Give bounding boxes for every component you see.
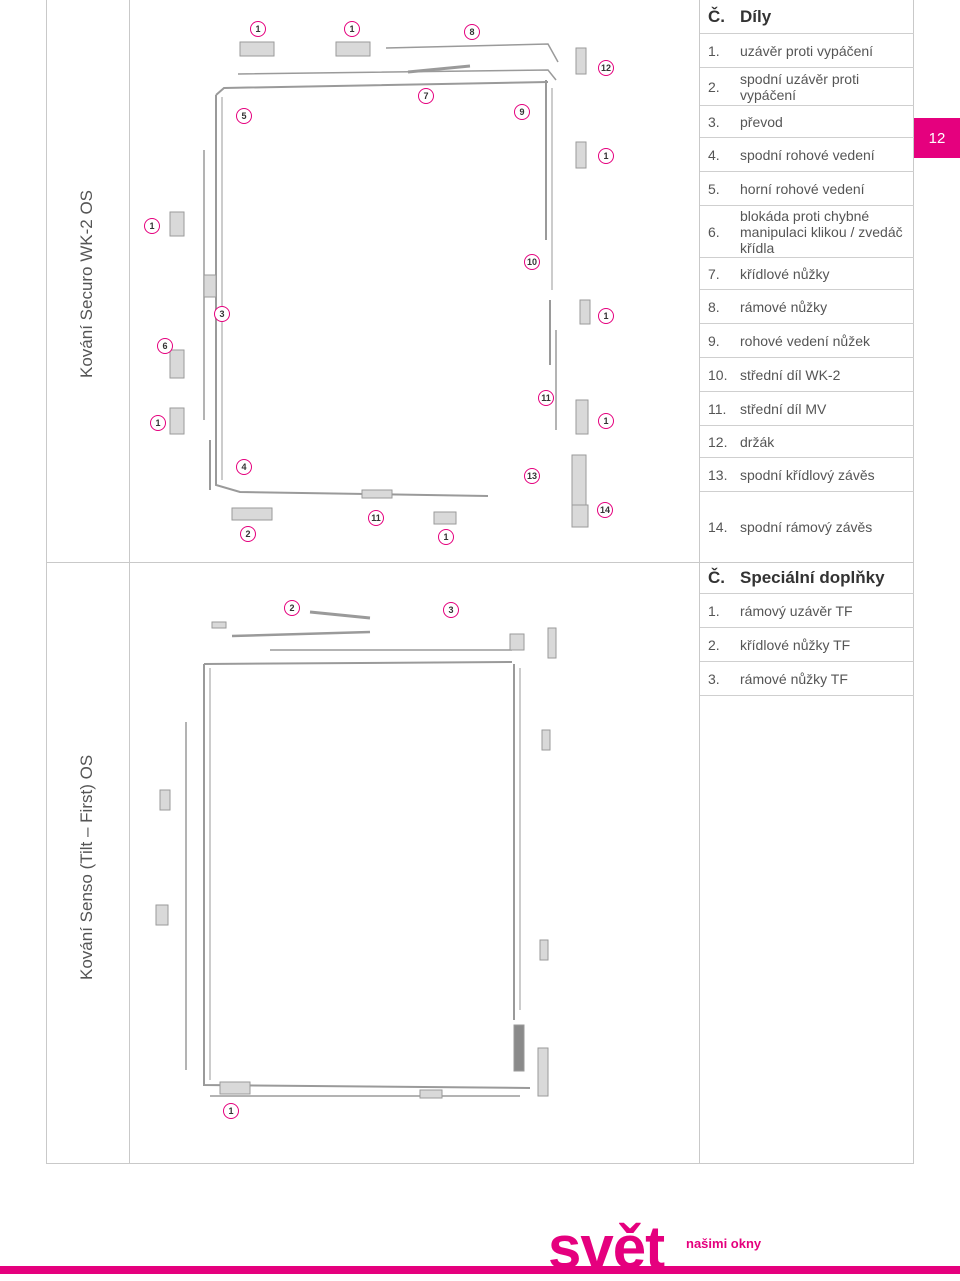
row-label: střední díl WK-2 xyxy=(740,366,841,383)
parts-table-header: Č. Díly xyxy=(700,0,914,34)
callout-badge: 1 xyxy=(438,529,454,545)
logo-tagline: našimi okny xyxy=(686,1236,762,1251)
senso-frame-drawing xyxy=(185,610,531,1097)
row-no: 1. xyxy=(708,602,720,619)
row-label: uzávěr proti vypáčení xyxy=(740,42,874,59)
title-column-divider xyxy=(129,0,130,1164)
callout-badge: 1 xyxy=(144,218,160,234)
callout-badge: 3 xyxy=(443,602,459,618)
row-no: 5. xyxy=(708,180,720,197)
callout-badge: 5 xyxy=(236,108,252,124)
row-no: 3. xyxy=(708,670,720,687)
row-label: spodní rámový závěs xyxy=(740,519,873,535)
row-no: 6. xyxy=(708,223,720,240)
table-row: 1. rámový uzávěr TF xyxy=(700,594,914,628)
row-label: převod xyxy=(740,113,783,130)
table-row: 2. křídlové nůžky TF xyxy=(700,628,914,662)
row-no: 2. xyxy=(708,78,720,95)
callout-badge: 13 xyxy=(524,468,540,484)
callout-badge: 1 xyxy=(598,413,614,429)
row-no: 14. xyxy=(708,519,728,535)
securo-frame-drawing xyxy=(203,43,559,497)
row-no: 10. xyxy=(708,366,728,383)
callout-badge: 1 xyxy=(223,1103,239,1119)
callout-badge: 6 xyxy=(157,338,173,354)
row-label: rohové vedení nůžek xyxy=(740,332,870,349)
row-no: 4. xyxy=(708,146,720,163)
callout-badge: 1 xyxy=(150,415,166,431)
table-row: 9. rohové vedení nůžek xyxy=(700,324,914,358)
table-column-divider xyxy=(699,0,700,1164)
callout-badge: 2 xyxy=(284,600,300,616)
header-no: Č. xyxy=(708,6,725,26)
row-no: 12. xyxy=(708,433,728,450)
callout-badge: 11 xyxy=(368,510,384,526)
callout-badge: 12 xyxy=(598,60,614,76)
callout-badge: 1 xyxy=(598,148,614,164)
table-row: 10. střední díl WK-2 xyxy=(700,358,914,392)
callout-badge: 1 xyxy=(344,21,360,37)
callout-badge: 1 xyxy=(598,308,614,324)
senso-parts-drawing xyxy=(155,621,557,1099)
table-row: 13. spodní křídlový závěs xyxy=(700,458,914,492)
table-row: 2. spodní uzávěr proti vypáčení xyxy=(700,68,914,106)
section-divider xyxy=(46,562,914,563)
callout-badge: 8 xyxy=(464,24,480,40)
row-no: 1. xyxy=(708,42,720,59)
header-label: Speciální doplňky xyxy=(740,567,885,587)
callout-badge: 4 xyxy=(236,459,252,475)
row-no: 9. xyxy=(708,332,720,349)
header-no: Č. xyxy=(708,567,725,587)
callout-badge: 1 xyxy=(250,21,266,37)
table-row: 7. křídlové nůžky xyxy=(700,258,914,290)
row-no: 7. xyxy=(708,265,720,282)
row-no: 3. xyxy=(708,113,720,130)
callout-badge: 3 xyxy=(214,306,230,322)
row-no: 8. xyxy=(708,298,720,315)
table-row: 11. střední díl MV xyxy=(700,392,914,426)
callout-badge: 10 xyxy=(524,254,540,270)
row-label: blokáda proti chybné manipulaci klikou /… xyxy=(740,207,903,256)
row-label: křídlové nůžky TF xyxy=(740,636,851,653)
table-row: 8. rámové nůžky xyxy=(700,290,914,324)
row-no: 2. xyxy=(708,636,720,653)
header-label: Díly xyxy=(740,6,772,26)
row-no: 11. xyxy=(708,400,727,417)
callout-badge: 9 xyxy=(514,104,530,120)
table-row: 14. spodní rámový závěs xyxy=(700,492,914,562)
row-label: křídlové nůžky xyxy=(740,265,830,282)
row-label: držák xyxy=(740,433,775,450)
row-label: rámový uzávěr TF xyxy=(740,602,853,619)
table-row: 12. držák xyxy=(700,426,914,458)
row-label: spodní uzávěr proti vypáčení xyxy=(740,70,860,103)
securo-parts-drawing xyxy=(169,41,591,528)
table-row: 3. převod xyxy=(700,106,914,138)
row-label: rámové nůžky TF xyxy=(740,670,848,687)
row-label: rámové nůžky xyxy=(740,298,828,315)
row-no: 13. xyxy=(708,466,728,483)
table-row: 3. rámové nůžky TF xyxy=(700,662,914,696)
table-row: 5. horní rohové vedení xyxy=(700,172,914,206)
footer-accent-bar xyxy=(0,1266,960,1274)
row-label: spodní křídlový závěs xyxy=(740,466,875,483)
callout-badge: 7 xyxy=(418,88,434,104)
row-label: horní rohové vedení xyxy=(740,180,865,197)
callout-badge: 11 xyxy=(538,390,554,406)
special-table-header: Č. Speciální doplňky xyxy=(700,562,914,594)
table-row: 1. uzávěr proti vypáčení xyxy=(700,34,914,68)
row-label: střední díl MV xyxy=(740,400,827,417)
page-frame xyxy=(46,0,914,1164)
callout-badge: 2 xyxy=(240,526,256,542)
table-row: 4. spodní rohové vedení xyxy=(700,138,914,172)
page-number-tab: 12 xyxy=(914,118,960,158)
callout-badge: 14 xyxy=(597,502,613,518)
table-row: 6. blokáda proti chybné manipulaci klikou… xyxy=(700,206,914,258)
row-label: spodní rohové vedení xyxy=(740,146,875,163)
